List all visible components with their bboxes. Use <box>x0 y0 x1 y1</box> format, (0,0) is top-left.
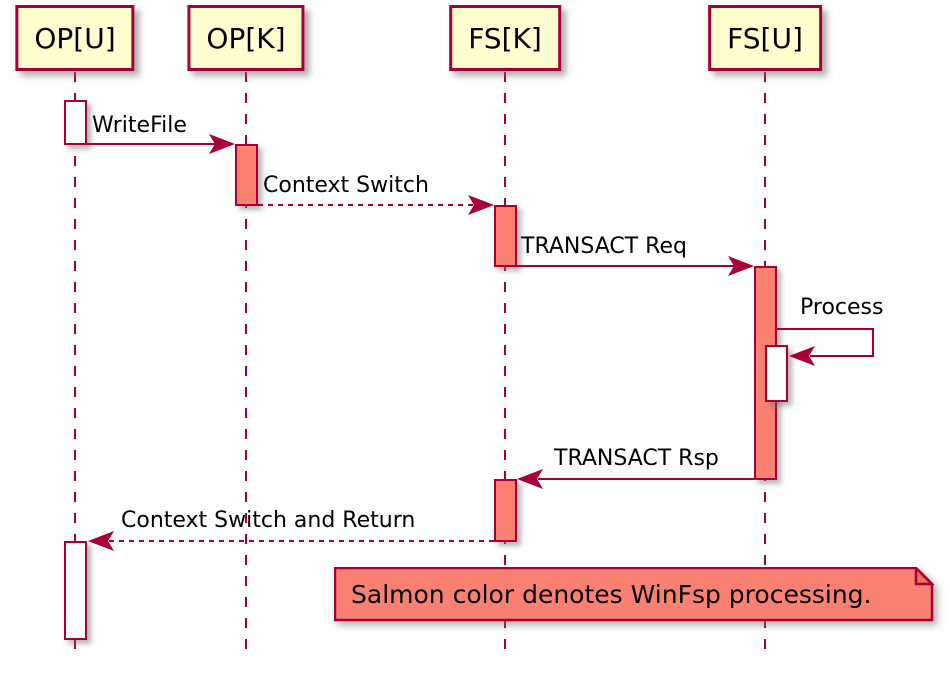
participant-label-opu: OP[U] <box>34 21 116 55</box>
participant-box-opu: OP[U] <box>15 5 135 71</box>
note-shape <box>334 567 934 622</box>
participant-label-fsu: FS[U] <box>727 21 803 55</box>
arrowhead-writefile <box>209 134 235 154</box>
activation-fsu-process-nested <box>765 345 788 402</box>
note-text: Salmon color denotes WinFsp processing. <box>351 579 872 609</box>
note-body <box>334 567 934 622</box>
arrowhead-transact-rsp <box>517 469 543 489</box>
activation-fsk-request <box>494 205 517 267</box>
message-label-context-switch-return: Context Switch and Return <box>121 508 416 533</box>
message-label-transact-req: TRANSACT Req <box>521 234 687 259</box>
arrowhead-transact-req <box>728 256 754 276</box>
activation-opk-processing <box>235 144 258 206</box>
arrowhead-context-switch-return <box>88 531 114 551</box>
message-label-process: Process <box>800 295 884 320</box>
participant-box-fsk: FS[K] <box>449 5 561 71</box>
participant-label-fsk: FS[K] <box>468 21 542 55</box>
message-label-writefile: WriteFile <box>92 113 187 138</box>
participant-label-opk: OP[K] <box>206 21 286 55</box>
note-fold-corner <box>914 567 934 586</box>
activation-opu-writefile <box>64 100 87 145</box>
arrowhead-process <box>789 346 815 366</box>
participant-box-opk: OP[K] <box>187 5 305 71</box>
participant-box-fsu: FS[U] <box>708 5 822 71</box>
arrowhead-context-switch <box>468 195 494 215</box>
activation-fsk-response <box>494 479 517 542</box>
message-label-context-switch: Context Switch <box>263 173 429 198</box>
note: Salmon color denotes WinFsp processing. <box>334 567 934 623</box>
activation-opu-return <box>64 541 87 640</box>
message-label-transact-rsp: TRANSACT Rsp <box>554 446 719 471</box>
arrow-process-self <box>777 328 874 357</box>
